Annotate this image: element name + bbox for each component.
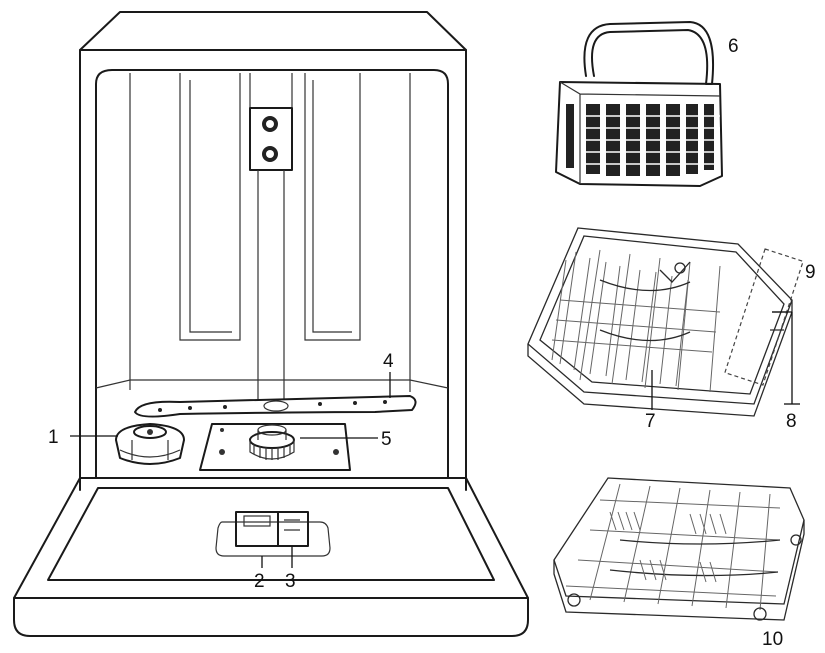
callout-2: 2 xyxy=(254,571,265,592)
callout-1: 1 xyxy=(48,427,59,448)
spray-arm-supply-tube xyxy=(249,73,293,400)
callout-9: 9 xyxy=(805,262,816,283)
dishwasher-door xyxy=(13,477,529,637)
callout-5: 5 xyxy=(381,429,392,450)
callout-3: 3 xyxy=(285,571,296,592)
callout-leaders xyxy=(70,311,800,568)
salt-container-cap xyxy=(115,423,185,465)
callout-4: 4 xyxy=(383,351,394,372)
cutlery-basket xyxy=(555,21,723,187)
callout-8: 8 xyxy=(786,411,797,432)
callout-10: 10 xyxy=(762,629,783,650)
dishwasher-cabinet xyxy=(79,11,467,491)
lower-spray-arm xyxy=(134,395,417,418)
dishwasher-tub xyxy=(95,69,449,479)
callout-labels: 1 2 3 4 5 6 7 8 9 10 xyxy=(48,36,816,650)
detergent-dispenser xyxy=(215,511,331,557)
filter-assembly xyxy=(199,423,351,471)
lower-basket xyxy=(553,477,805,621)
upper-basket xyxy=(527,227,804,417)
callout-6: 6 xyxy=(728,36,739,57)
callout-7: 7 xyxy=(645,411,656,432)
